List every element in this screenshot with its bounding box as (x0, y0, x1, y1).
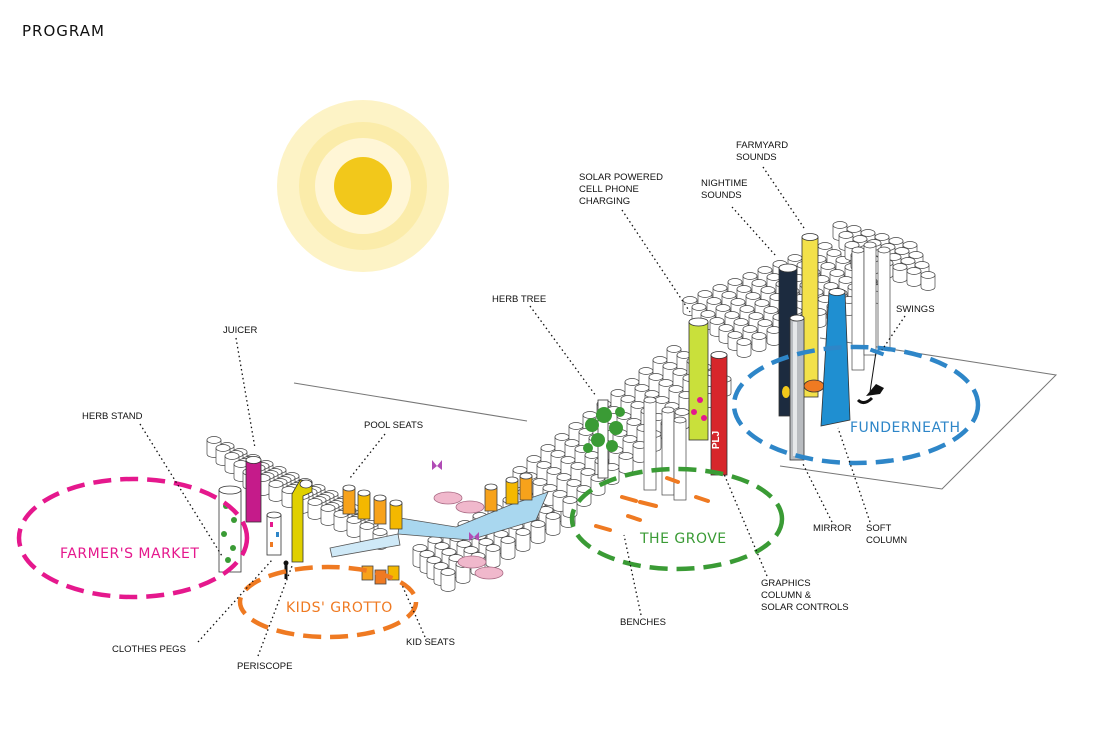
pool-channel (329, 491, 549, 558)
soft-column (820, 288, 851, 427)
label-periscope: PERISCOPE (237, 661, 292, 672)
label-graphics-line3: SOLAR CONTROLS (761, 602, 849, 613)
label-graphics-line1: GRAPHICS (761, 578, 811, 589)
label-farmyard-line2: SOUNDS (736, 152, 777, 163)
label-graphics-line2: COLUMN & (761, 590, 812, 601)
zone-label-farmers-market: FARMER'S MARKET (60, 546, 199, 562)
label-kid-seats: KID SEATS (406, 637, 455, 648)
zone-label-the-grove: THE GROVE (639, 531, 727, 547)
tube-module (892, 263, 908, 283)
tube-module (440, 568, 456, 592)
juicer-column (245, 456, 262, 523)
butterfly-icon (432, 460, 442, 470)
pool-seat-discs (433, 491, 504, 580)
page-title: PROGRAM (22, 22, 105, 40)
tube-module (515, 528, 531, 552)
tube-module (500, 536, 516, 560)
label-nightime-line2: SOUNDS (701, 190, 742, 201)
benches (594, 476, 710, 532)
kid-seats (361, 565, 400, 585)
label-swings: SWINGS (896, 304, 935, 315)
tube-module (906, 267, 922, 287)
farmers-market-boundary (16, 476, 250, 600)
tube-module (920, 271, 936, 291)
label-herb-stand: HERB STAND (82, 411, 143, 422)
tube-module (751, 332, 767, 352)
label-clothes-pegs: CLOTHES PEGS (112, 644, 186, 655)
label-nightime-line1: NIGHTIME (701, 178, 747, 189)
graphics-column: PLJ (710, 351, 728, 476)
sun-icon (277, 100, 449, 272)
farmyard-sounds-column (801, 233, 825, 398)
kids-grotto-boundary (237, 564, 419, 640)
tube-module (268, 480, 284, 502)
butterfly-icon (469, 532, 479, 541)
tube-module (530, 520, 546, 544)
tube-module (485, 544, 501, 568)
label-farmyard-line1: FARMYARD (736, 140, 788, 151)
label-mirror: MIRROR (813, 523, 852, 534)
periscope-column (291, 479, 313, 563)
label-soft-line1: SOFT (866, 523, 892, 534)
herb-stand-column (218, 485, 242, 573)
pool-seats (342, 472, 533, 530)
funderneath-boundary (731, 344, 981, 466)
label-benches: BENCHES (620, 617, 666, 628)
tube-module (545, 512, 561, 536)
the-grove-boundary (569, 466, 785, 572)
support-column (877, 246, 891, 351)
solar-charging-column (688, 317, 709, 441)
zone-label-kids-grotto: KIDS' GROTTO (286, 600, 393, 616)
support-column (673, 416, 687, 501)
tube-module (618, 452, 634, 474)
mirror-column (789, 314, 805, 461)
graphics-column-text: PLJ (711, 431, 722, 449)
label-juicer: JUICER (223, 325, 257, 336)
tube-module (307, 498, 323, 520)
support-column (643, 396, 657, 491)
leader-lines (139, 166, 906, 657)
tube-module (562, 496, 578, 518)
label-solar-line3: CHARGING (579, 196, 630, 207)
label-soft-line2: COLUMN (866, 535, 907, 546)
ground-plane (293, 337, 1058, 490)
label-solar-line2: CELL PHONE (579, 184, 639, 195)
herb-tree (583, 399, 625, 479)
support-column (863, 241, 877, 356)
tube-module (320, 504, 336, 526)
label-solar-line1: SOLAR POWERED (579, 172, 663, 183)
swing-figure-icon (856, 347, 885, 405)
tube-module (346, 516, 362, 538)
tube-module (736, 338, 752, 358)
zone-ellipses (16, 344, 981, 640)
label-herb-tree: HERB TREE (492, 294, 546, 305)
label-pool-seats: POOL SEATS (364, 420, 423, 431)
zone-label-funderneath: FUNDERNEATH (850, 420, 961, 436)
support-column (851, 246, 865, 371)
tube-module (766, 326, 782, 346)
clothes-pegs-column (266, 511, 282, 556)
